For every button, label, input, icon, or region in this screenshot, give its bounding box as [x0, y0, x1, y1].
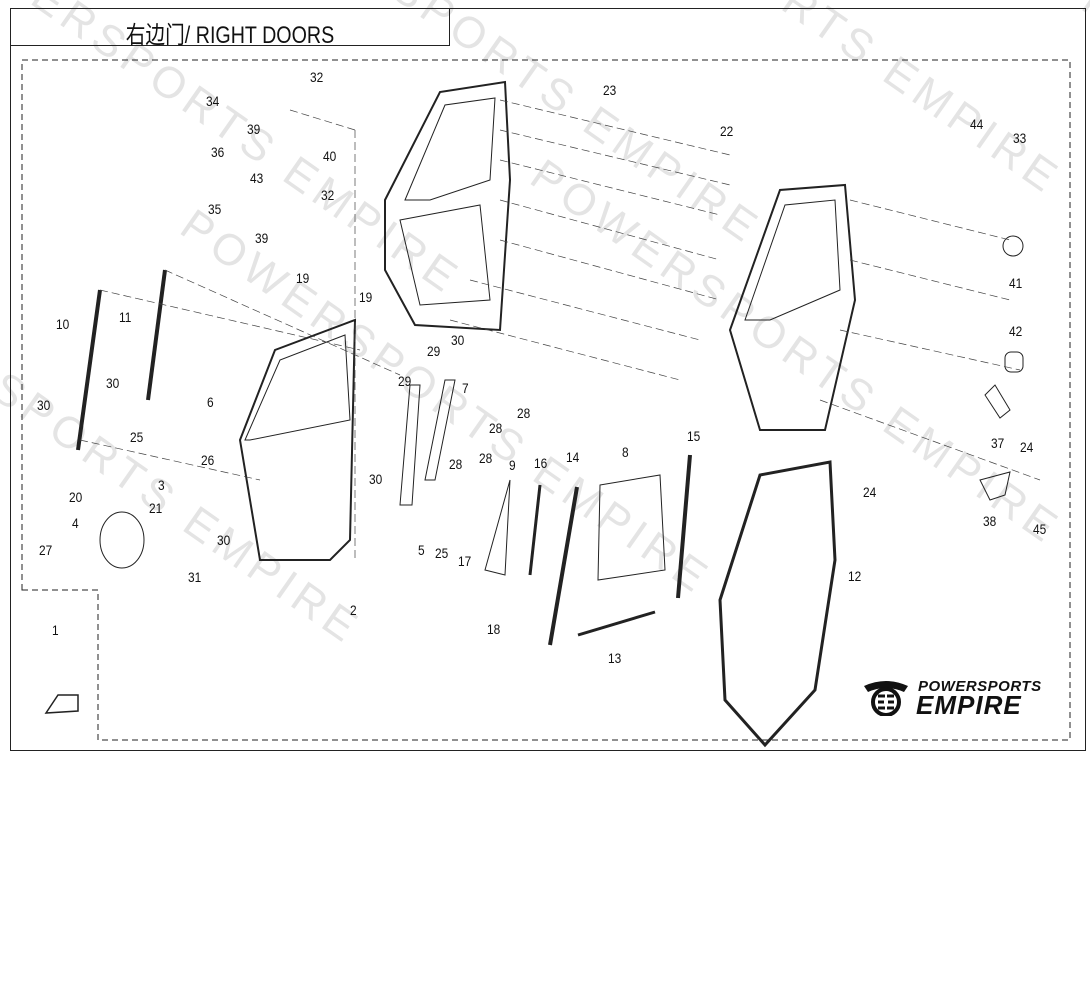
frame-border: [1085, 8, 1086, 48]
callout-label: 9: [509, 457, 516, 473]
callout-label: 28: [449, 456, 463, 472]
strip-10: [76, 289, 102, 451]
callout-label: 29: [398, 373, 412, 389]
callout-label: 5: [418, 542, 425, 558]
callout-label: 19: [296, 270, 310, 286]
outer-door-inner: [399, 204, 491, 306]
callout-label: 24: [863, 484, 877, 500]
cap-41: [1002, 235, 1024, 257]
callout-label: 4: [72, 515, 79, 531]
inner-door-frame: [238, 318, 357, 561]
callout-label: 17: [458, 553, 472, 569]
logo-text-top: POWERSPORTS: [918, 678, 1042, 695]
outer-door-panel: [384, 80, 512, 332]
callout-label: 44: [970, 116, 984, 132]
callout-label: 30: [106, 375, 120, 391]
exploded-parts-diagram: [21, 59, 1071, 748]
speaker-cover: [99, 511, 145, 569]
callout-label: 30: [217, 532, 231, 548]
strip-16: [528, 484, 542, 576]
callout-label: 40: [323, 148, 337, 164]
rear-door-window: [744, 199, 841, 321]
callout-label: 7: [462, 380, 469, 396]
wings-emblem-icon: [864, 681, 908, 716]
front-direction-arrow-icon: [44, 694, 79, 714]
callout-label: 29: [427, 343, 441, 359]
assembly-boundary: [21, 59, 1071, 741]
callout-label: 43: [250, 170, 264, 186]
inner-door-window: [244, 334, 351, 441]
callout-label: 1: [52, 622, 59, 638]
callout-label: 18: [487, 621, 501, 637]
callout-label: 32: [310, 69, 324, 85]
callout-label: 16: [534, 455, 548, 471]
callout-label: 41: [1009, 275, 1023, 291]
callout-label: 33: [1013, 130, 1027, 146]
rear-door-panel: [728, 183, 857, 431]
callout-label: 35: [208, 201, 222, 217]
callout-label: 20: [69, 489, 83, 505]
frame-border: [450, 8, 1086, 9]
callout-label: 2: [350, 602, 357, 618]
callout-label: 39: [255, 230, 269, 246]
callout-label: 6: [207, 394, 214, 410]
callout-label: 21: [149, 500, 163, 516]
page-title: 右边门/ RIGHT DOORS: [125, 22, 335, 49]
small-glass: [484, 479, 511, 576]
callout-label: 15: [687, 428, 701, 444]
strip-11: [146, 269, 167, 401]
callout-label: 12: [848, 568, 862, 584]
callout-label: 25: [130, 429, 144, 445]
callout-label: 8: [622, 444, 629, 460]
callout-label: 42: [1009, 323, 1023, 339]
cover-38: [979, 471, 1011, 501]
callout-label: 26: [201, 452, 215, 468]
callout-label: 31: [188, 569, 202, 585]
callout-label: 30: [369, 471, 383, 487]
callout-label: 38: [983, 513, 997, 529]
diagram-frame: [10, 46, 1086, 751]
callout-label: 37: [991, 435, 1005, 451]
callout-label: 36: [211, 144, 225, 160]
door-seal: [718, 460, 837, 748]
callout-label: 27: [39, 542, 53, 558]
callout-label: 30: [37, 397, 51, 413]
leader-lines: [79, 99, 1041, 560]
callout-label: 3: [158, 477, 165, 493]
callout-label: 25: [435, 545, 449, 561]
callout-label: 28: [489, 420, 503, 436]
callout-label: 10: [56, 316, 70, 332]
callout-label: 30: [451, 332, 465, 348]
callout-label: 13: [608, 650, 622, 666]
door-glass: [597, 474, 666, 581]
outer-door-window: [404, 97, 496, 201]
callout-label: 39: [247, 121, 261, 137]
cover-42: [1004, 351, 1024, 373]
callout-label: 14: [566, 449, 580, 465]
logo-text-bottom: EMPIRE: [916, 690, 1022, 720]
strip-15: [676, 454, 692, 599]
callout-label: 28: [479, 450, 493, 466]
regulator: [424, 379, 456, 481]
strip-13: [577, 610, 656, 637]
brand-logo: POWERSPORTS EMPIRE: [860, 676, 1060, 720]
callout-label: 23: [603, 82, 617, 98]
strip-14: [548, 486, 579, 646]
callout-label: 11: [119, 309, 132, 325]
callout-label: 34: [206, 93, 220, 109]
handle-37: [984, 384, 1011, 419]
callout-label: 24: [1020, 439, 1034, 455]
title-box: 右边门/ RIGHT DOORS: [10, 8, 450, 49]
callout-label: 22: [720, 123, 734, 139]
regulator: [399, 384, 421, 506]
callout-label: 45: [1033, 521, 1047, 537]
callout-label: 28: [517, 405, 531, 421]
callout-label: 32: [321, 187, 335, 203]
callout-label: 19: [359, 289, 373, 305]
